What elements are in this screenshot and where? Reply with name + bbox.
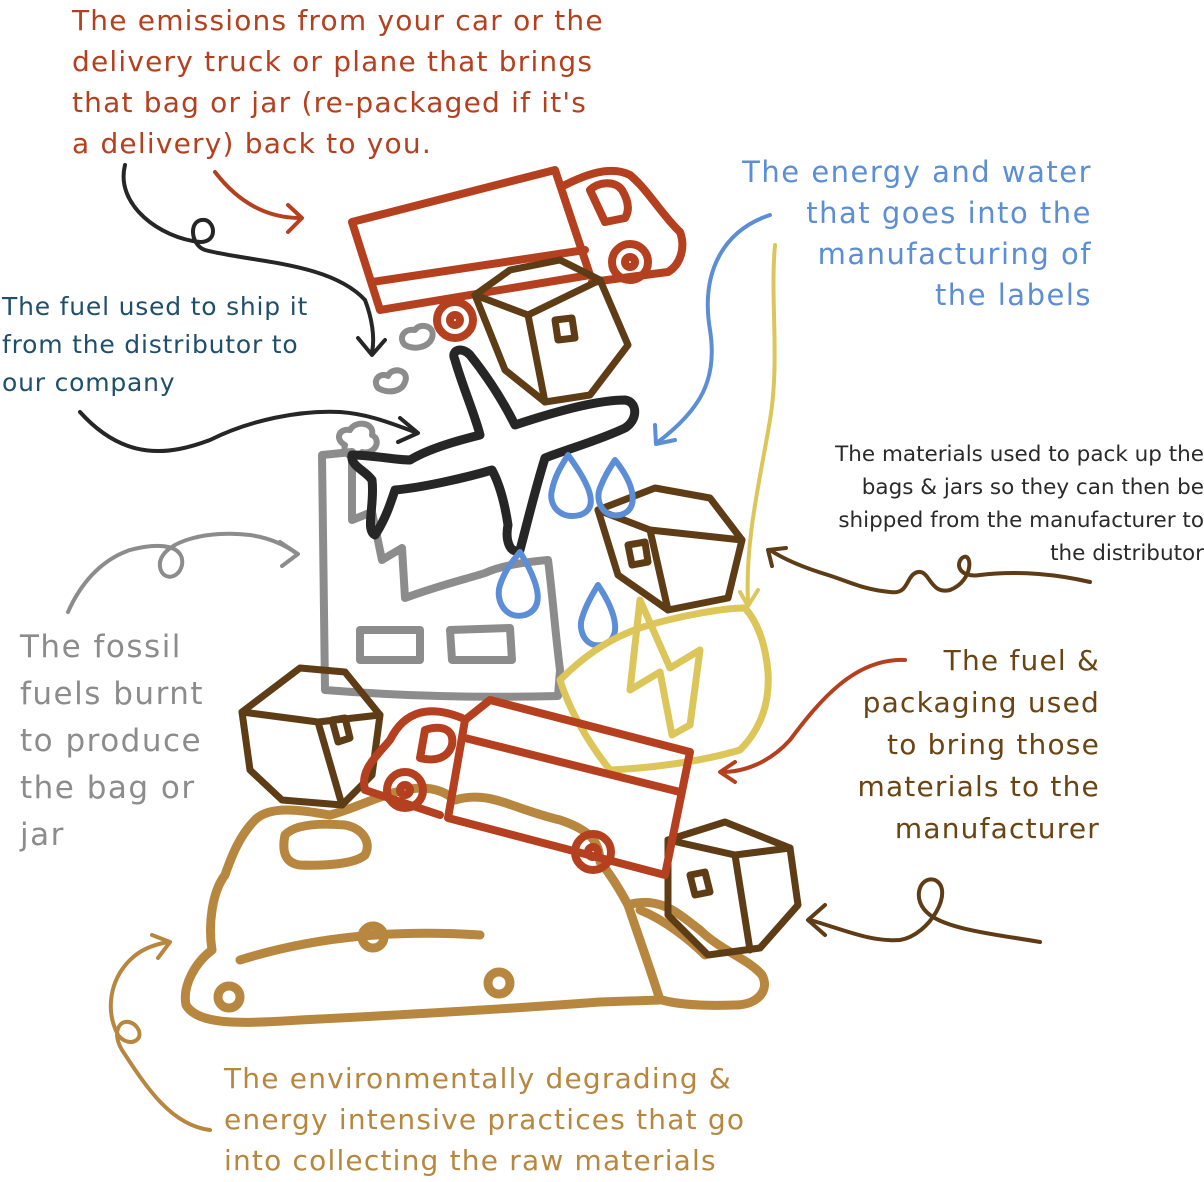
arrow-icon (108, 933, 212, 1132)
arrow-icon (806, 877, 1042, 944)
cardboard-box-icon (471, 256, 632, 406)
fossil-fuels-label: The fossil fuels burnt to produce the ba… (20, 629, 205, 853)
factory-icon (318, 448, 564, 701)
arrow-icon (66, 531, 300, 614)
cardboard-box-icon (594, 484, 746, 614)
smoke-icon (336, 322, 436, 460)
arrow-icon (78, 409, 420, 453)
excavator-icon (180, 783, 769, 1027)
label-tag-icon (556, 596, 772, 774)
fuel-ship-label: The fuel used to ship it from the distri… (2, 292, 309, 397)
arrow-icon (718, 657, 907, 784)
energy-water-label: The energy and water that goes into the … (742, 155, 1092, 312)
raw-materials-label: The environmentally degrading & energy i… (224, 1062, 746, 1177)
cardboard-box-icon (664, 818, 802, 959)
arrow-icon (766, 546, 1092, 595)
arrow-icon (121, 163, 387, 357)
airplane-icon (347, 345, 640, 556)
arrow-icon (213, 170, 304, 234)
arrow-icon (738, 243, 777, 608)
cardboard-box-icon (238, 664, 384, 809)
water-drop-icon (495, 452, 636, 649)
fuel-packaging-label: The fuel & packaging used to bring those… (857, 644, 1100, 845)
arrow-icon (653, 213, 772, 446)
materials-pack-label: The materials used to pack up the bags &… (835, 442, 1204, 566)
delivery-truck-icon (360, 696, 694, 879)
emissions-label: The emissions from your car or the deliv… (72, 4, 604, 160)
